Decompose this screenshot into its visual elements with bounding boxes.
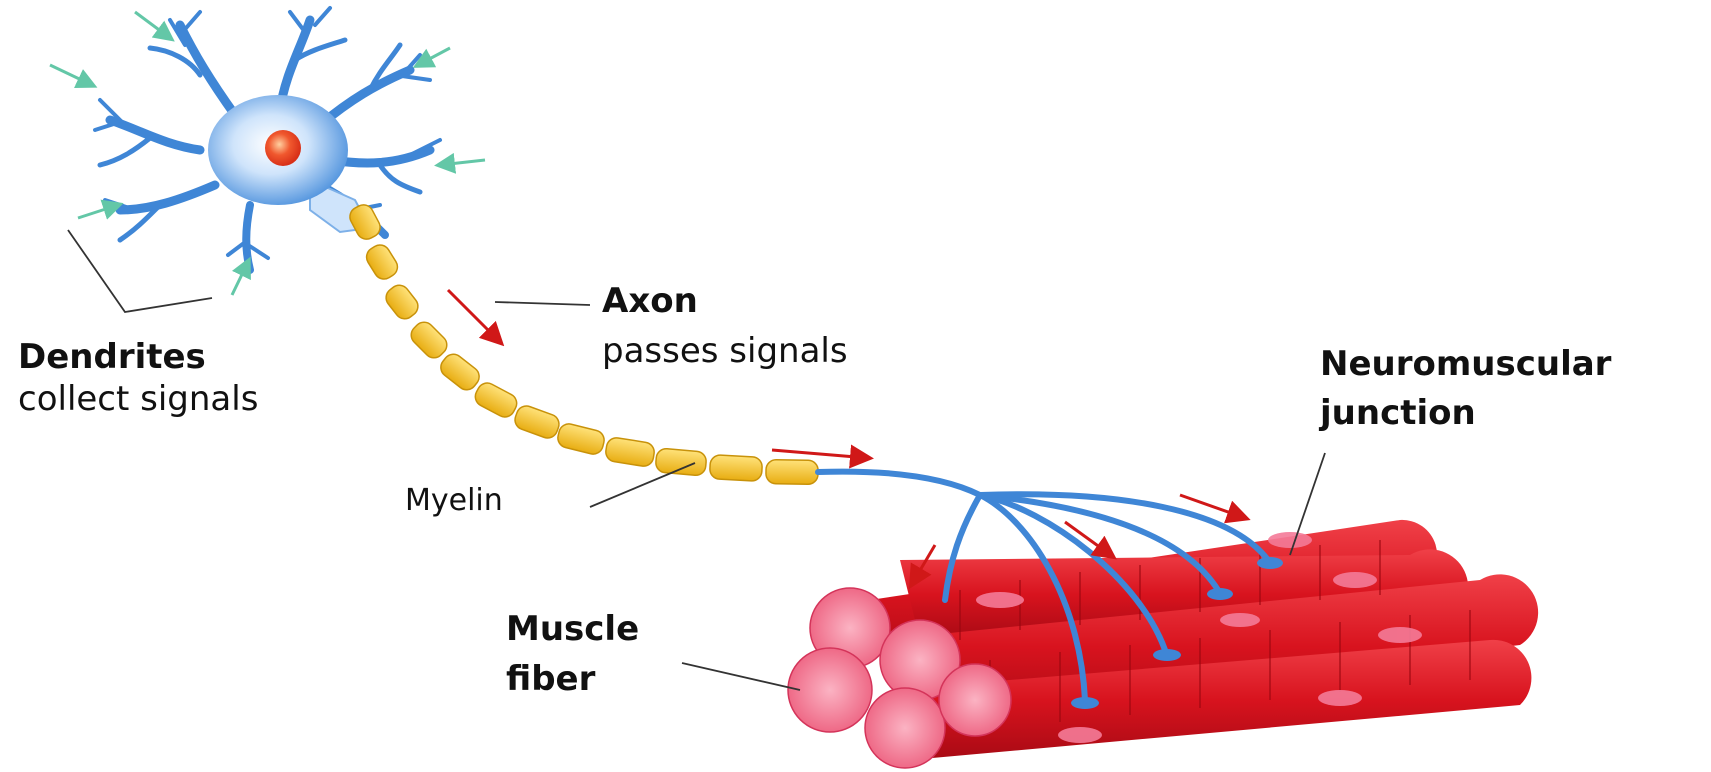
muscle-title-line2: fiber xyxy=(506,660,595,699)
junction-title-line1: Neuromuscular xyxy=(1320,345,1611,384)
nucleus xyxy=(265,130,301,166)
axon-title: Axon xyxy=(602,282,698,321)
axon-description: passes signals xyxy=(602,332,848,371)
dendrites-title: Dendrites xyxy=(18,338,206,377)
muscle-title-line1: Muscle xyxy=(506,610,639,649)
junction-title-line2: junction xyxy=(1320,394,1476,433)
myelin-label: Myelin xyxy=(405,484,503,519)
dendrites-description: collect signals xyxy=(18,380,258,419)
